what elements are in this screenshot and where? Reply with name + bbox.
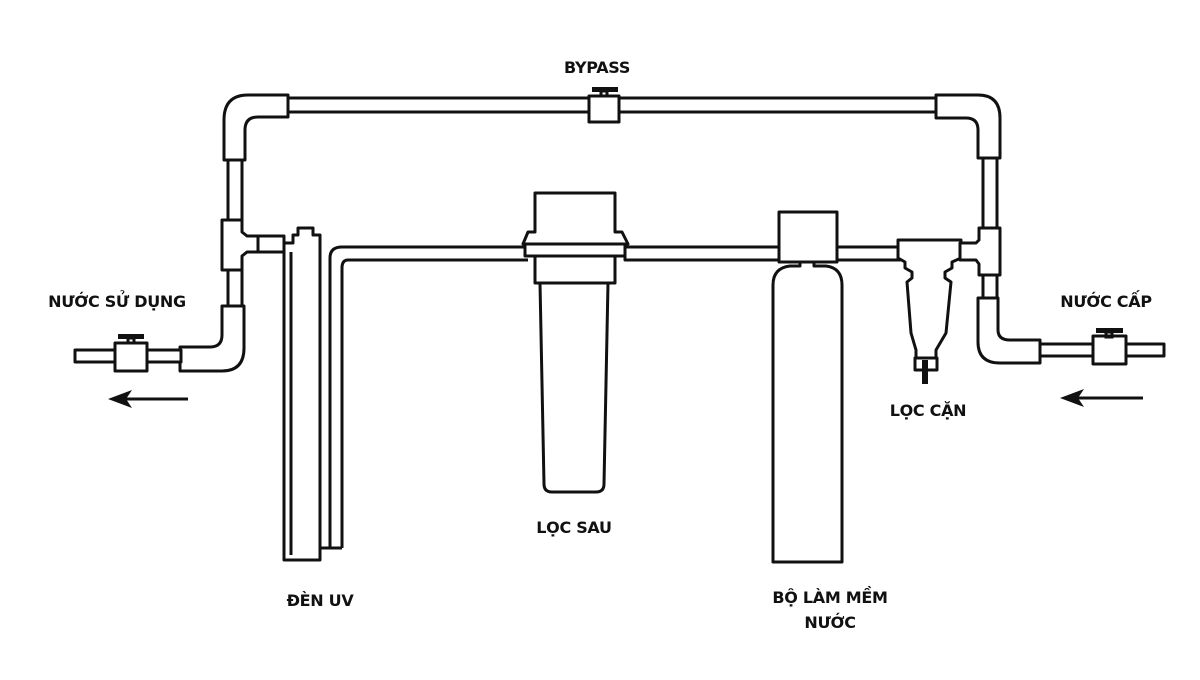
outlet-valve [113,334,149,373]
inlet-flow-arrow-icon [1060,389,1143,407]
tee-right [958,226,1002,277]
outlet-flow-arrow-icon [108,390,188,408]
label-softener-line2: NƯỚC [804,613,856,632]
elbow-bottom-left [178,304,246,373]
pipe-sediment-to-softener [835,245,902,262]
label-outlet-water: NƯỚC SỬ DỤNG [48,292,186,311]
inlet-valve [1091,328,1128,366]
label-sediment-filter: LỌC CẶN [889,401,967,420]
elbow-top-right [934,93,1002,160]
elbow-bottom-right [976,296,1042,365]
label-uv-lamp: ĐÈN UV [286,591,354,610]
bypass-valve [587,87,621,124]
uv-lamp [282,226,322,562]
sediment-filter [896,238,963,384]
pipe-right-lower [981,273,999,302]
pipe-left-lower [226,268,244,309]
tee-left [220,218,262,272]
pipe-softener-to-post-filter [623,245,782,262]
pipe-post-filter-to-uv [328,245,528,548]
label-bypass: BYPASS [563,58,631,77]
label-softener: BỘ LÀM MỀM NƯỚC [772,585,888,635]
pipe-left-upper [226,158,244,224]
water-softener [771,210,844,564]
post-filter [521,191,630,494]
label-inlet-water: NƯỚC CẤP [1060,292,1152,311]
label-post-filter: LỌC SAU [536,518,612,537]
pipe-tee-to-uv [256,234,286,254]
pipe-right-upper [981,156,999,230]
label-softener-line1: BỘ LÀM MỀM [772,588,888,607]
elbow-top-left [222,93,290,162]
